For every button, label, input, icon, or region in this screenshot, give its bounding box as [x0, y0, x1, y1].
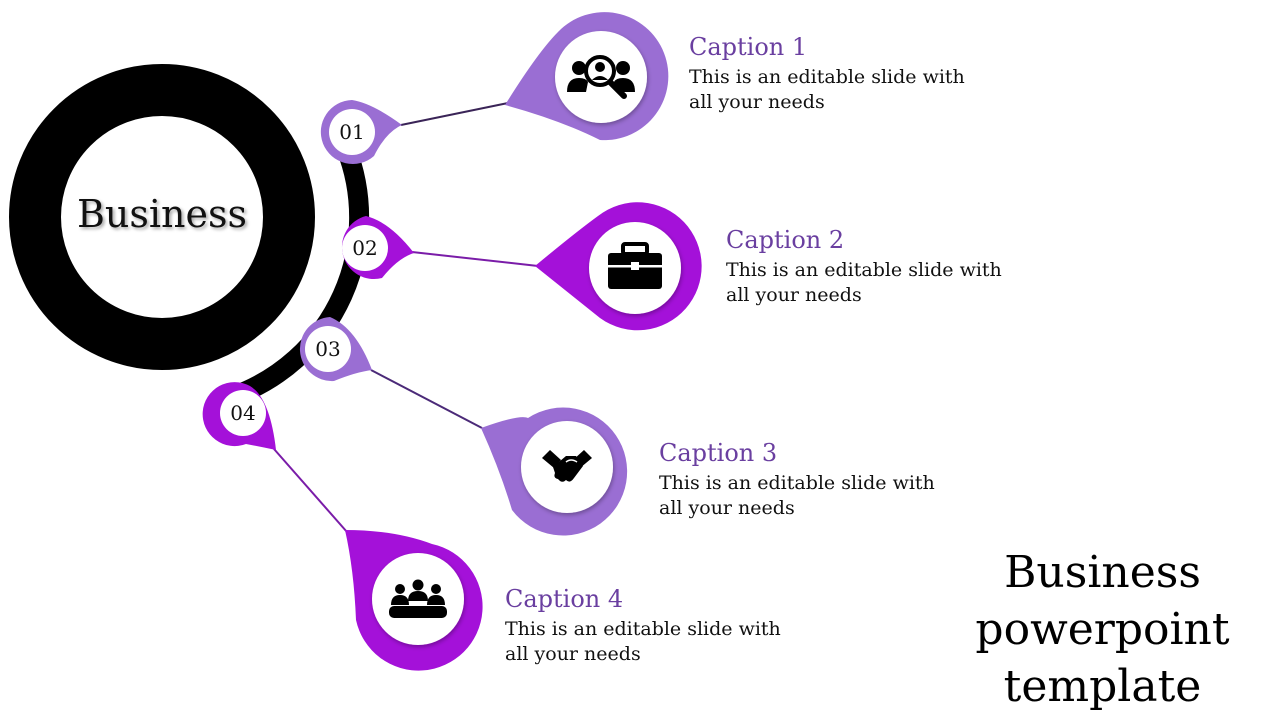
- caption-title: Caption 2: [726, 226, 845, 254]
- user-search-icon: [567, 55, 635, 99]
- caption-text: This is an editable slide with all your …: [659, 472, 935, 519]
- caption-text: This is an editable slide with all your …: [689, 66, 965, 113]
- connector-line-4: [273, 448, 348, 533]
- slide-title-line: Business: [1004, 547, 1201, 598]
- step-number: 03: [315, 337, 340, 361]
- icon-pin-1: [505, 12, 669, 141]
- step-number: 01: [339, 120, 364, 144]
- connector-line-2: [411, 251, 539, 267]
- connector-line-3: [370, 369, 483, 429]
- caption-text: This is an editable slide with all your …: [726, 259, 1002, 306]
- icon-pin-3: [481, 407, 628, 536]
- connector-arc: [230, 144, 370, 406]
- slide-title-line: powerpoint: [975, 604, 1230, 655]
- step-number: 02: [352, 236, 377, 260]
- slide-title: Business powerpoint template: [960, 544, 1245, 715]
- slide-title-line: template: [1003, 661, 1202, 712]
- caption-title: Caption 3: [659, 439, 778, 467]
- caption-title: Caption 4: [505, 585, 624, 613]
- caption-block-1: Caption 1 This is an editable slide with…: [689, 33, 989, 115]
- handshake-icon: [542, 450, 592, 482]
- caption-block-3: Caption 3 This is an editable slide with…: [659, 439, 959, 521]
- icon-pin-2: [535, 202, 702, 331]
- step-marker-04: 04: [202, 382, 276, 450]
- center-ring: [9, 64, 315, 370]
- caption-text: This is an editable slide with all your …: [505, 618, 781, 665]
- caption-block-4: Caption 4 This is an editable slide with…: [505, 585, 805, 667]
- connector-line-1: [400, 102, 509, 126]
- center-label: Business: [76, 192, 248, 236]
- caption-block-2: Caption 2 This is an editable slide with…: [726, 226, 1026, 308]
- step-marker-02: 02: [341, 216, 414, 280]
- team-meeting-icon: [389, 579, 447, 618]
- step-number: 04: [230, 401, 255, 425]
- icon-pin-4: [345, 530, 483, 671]
- step-marker-03: 03: [299, 317, 372, 382]
- caption-title: Caption 1: [689, 33, 808, 61]
- step-marker-01: 01: [320, 100, 402, 164]
- briefcase-icon: [608, 242, 662, 289]
